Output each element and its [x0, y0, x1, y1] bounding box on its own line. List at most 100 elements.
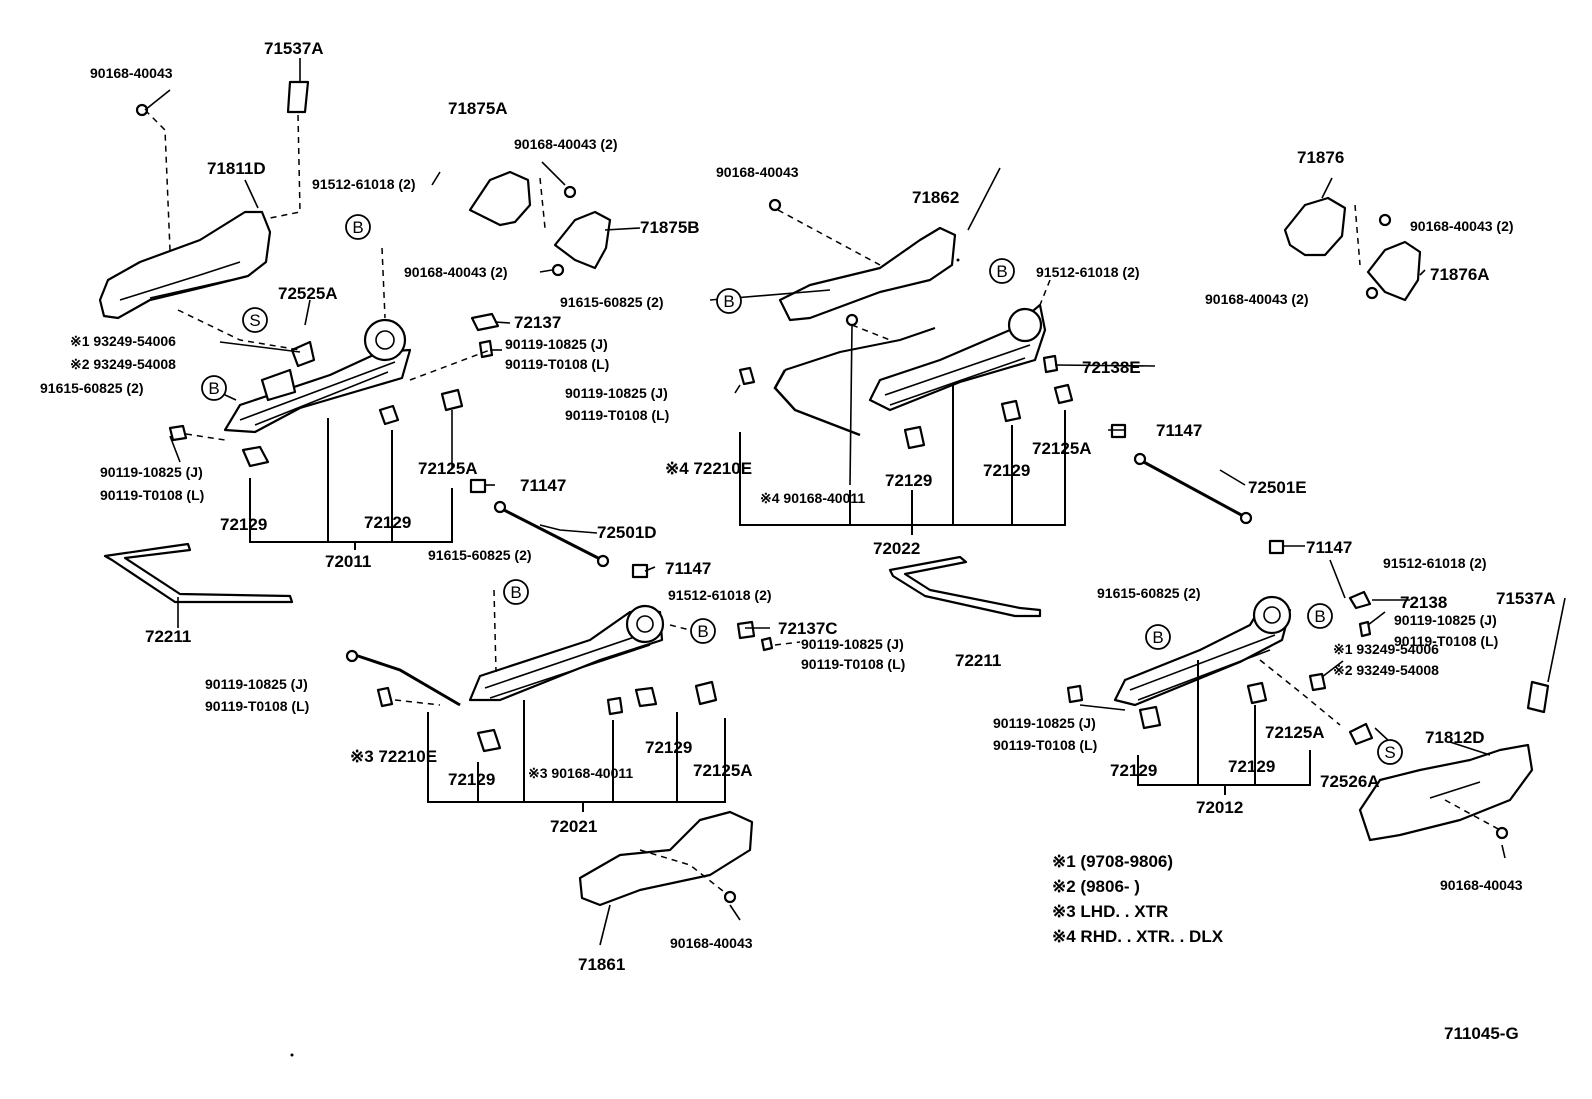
svg-text:B: B: [1314, 607, 1325, 626]
cover-71875a: [468, 170, 532, 227]
part-label: ※3 72210E: [350, 747, 438, 766]
part-label: 90119-10825 (J): [993, 715, 1096, 731]
part-label: 71147: [520, 476, 567, 495]
part-label: 90168-40043 (2): [1205, 291, 1309, 307]
part-label: 72137C: [778, 619, 838, 638]
part-label: 90119-T0108 (L): [801, 656, 906, 672]
part-label: 72125A: [1032, 439, 1092, 458]
part-label: ※1 93249-54006: [70, 333, 176, 349]
marker-b-3: B: [716, 288, 742, 314]
part-label: 71812D: [1425, 728, 1485, 747]
part-label: 72129: [448, 770, 496, 789]
part-label: 71147: [1306, 538, 1353, 557]
part-label: 71876A: [1430, 265, 1490, 284]
footnote-3: ※3 LHD. . XTR: [1052, 902, 1169, 921]
part-label: 71811D: [207, 159, 266, 178]
bracket-71537a-left: [286, 80, 310, 114]
part-label: 90168-40043: [1440, 877, 1523, 893]
svg-text:B: B: [723, 292, 734, 311]
part-label: 72021: [550, 817, 598, 836]
part-label: ※4 90168-40011: [760, 490, 866, 506]
link-72501d: [499, 506, 603, 562]
part-label: 90168-40043: [670, 935, 753, 951]
clip-71147-c: [1110, 423, 1127, 439]
part-label: 72129: [1228, 757, 1276, 776]
clip-71147-d: [1268, 539, 1285, 555]
part-label: 72211: [145, 627, 192, 646]
svg-text:B: B: [352, 218, 363, 237]
marker-b-2: B: [201, 375, 227, 401]
svg-text:B: B: [208, 379, 219, 398]
part-label: 91615-60825 (2): [428, 547, 532, 563]
diagram-code: 711045-G: [1444, 1024, 1519, 1043]
link-72501e: [1139, 458, 1246, 519]
part-label: 72129: [983, 461, 1031, 480]
part-label: 72012: [1196, 798, 1244, 817]
part-label: ※1 93249-54006: [1333, 641, 1439, 657]
part-label: 72125A: [418, 459, 478, 478]
part-label: 71875A: [448, 99, 508, 118]
marker-b-4: B: [989, 258, 1015, 284]
part-label: 90119-T0108 (L): [205, 698, 310, 714]
part-label: 72138E: [1082, 358, 1141, 377]
part-label: 90119-T0108 (L): [1394, 633, 1499, 649]
part-label: 90168-40043 (2): [404, 264, 508, 280]
svg-text:S: S: [249, 311, 260, 330]
part-label: ※4 72210E: [665, 459, 753, 478]
part-label: ※3 90168-40011: [528, 765, 634, 781]
part-label: 72138: [1400, 593, 1448, 612]
part-label: 90168-40043: [716, 164, 799, 180]
clip-71147-a: [469, 478, 487, 494]
part-label: 91512-61018 (2): [312, 176, 416, 192]
svg-text:B: B: [1152, 628, 1163, 647]
part-label: 91615-60825 (2): [40, 380, 144, 396]
part-label: 90168-40043 (2): [514, 136, 618, 152]
cover-71862: [778, 226, 957, 322]
part-label: 90119-10825 (J): [205, 676, 308, 692]
svg-text:B: B: [996, 262, 1007, 281]
part-label: 90119-T0108 (L): [505, 356, 610, 372]
part-label: 91512-61018 (2): [668, 587, 772, 603]
track-72022: [868, 303, 1047, 412]
part-label: 90119-T0108 (L): [993, 737, 1098, 753]
part-label: 90119-10825 (J): [505, 336, 608, 352]
svg-text:B: B: [510, 583, 521, 602]
part-label: 91615-60825 (2): [560, 294, 664, 310]
part-label: 72022: [873, 539, 921, 558]
part-label: 90119-10825 (J): [801, 636, 904, 652]
part-label: 72129: [885, 471, 933, 490]
part-label: 72501E: [1248, 478, 1307, 497]
part-label: 72129: [364, 513, 412, 532]
marker-s-2: S: [1377, 739, 1403, 765]
part-label: 71147: [1156, 421, 1203, 440]
recliner-72012: [1252, 595, 1292, 635]
part-label: 71537A: [1496, 589, 1556, 608]
part-label: 90119-10825 (J): [565, 385, 668, 401]
part-label: 71862: [912, 188, 960, 207]
cover-71875b: [553, 210, 612, 270]
marker-b-7: B: [1145, 624, 1171, 650]
part-label: 90119-T0108 (L): [100, 487, 205, 503]
footnote-1: ※1 (9708-9806): [1052, 852, 1174, 871]
part-label: 71861: [578, 955, 626, 974]
part-label: 72011: [325, 552, 372, 571]
part-label: 71147: [665, 559, 712, 578]
marker-b-5: B: [503, 579, 529, 605]
part-label: 72129: [220, 515, 268, 534]
bracket-71537a-right: [1526, 680, 1550, 714]
cover-71811d: [98, 210, 272, 320]
part-label: 90168-40043: [90, 65, 173, 81]
rod-72211-right: [888, 555, 1042, 618]
svg-text:S: S: [1384, 743, 1395, 762]
svg-text:B: B: [697, 622, 708, 641]
part-label: 72129: [645, 738, 693, 757]
rod-72211-left: [103, 542, 294, 604]
marker-b-6: B: [690, 618, 716, 644]
part-label: 71876: [1297, 148, 1345, 167]
part-label: 91615-60825 (2): [1097, 585, 1201, 601]
track-72021: [468, 610, 664, 702]
part-label: 72526A: [1320, 772, 1380, 791]
recliner-72011: [363, 318, 407, 362]
